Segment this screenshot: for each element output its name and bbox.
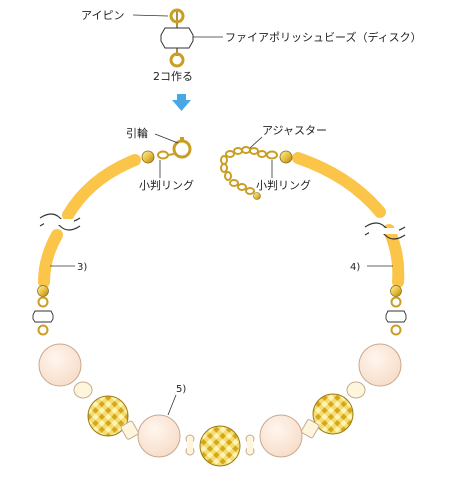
clasp-end: 引輪 小判リング [126, 126, 194, 192]
gold-bead [37, 285, 49, 297]
down-arrow-icon [172, 94, 191, 111]
label-small-ring-left: 小判リング [139, 178, 194, 192]
spacer-bead [73, 381, 93, 399]
cord-left [38, 154, 141, 288]
leader-clasp [154, 133, 179, 144]
label-step4: 4) [350, 262, 360, 273]
spacer-bead [346, 381, 366, 399]
gold-bead [390, 285, 402, 297]
cord-right [292, 152, 405, 288]
small-oval-ring [157, 150, 169, 160]
jump-ring [390, 296, 402, 308]
label-step5: 5) [176, 384, 186, 395]
pearl-bead [38, 343, 82, 387]
label-adjuster: アジャスター [262, 124, 327, 137]
jump-ring [37, 296, 49, 308]
component-assembly: アイピン ファイアポリッシュビーズ（ディスク） 2コ作る [81, 8, 422, 83]
label-small-ring-right: 小判リング [256, 178, 311, 192]
label-fire-polish-bead: ファイアポリッシュビーズ（ディスク） [225, 30, 422, 44]
disc-bead [160, 27, 194, 49]
label-eyepin: アイピン [81, 9, 124, 22]
left-bead-stack [32, 285, 82, 387]
spacer-bead [185, 434, 195, 456]
faceted-gold-bead [87, 395, 129, 437]
label-make-two: 2コ作る [153, 70, 193, 83]
leader-step5 [167, 394, 177, 416]
pearl-bead [358, 343, 402, 387]
small-oval-ring [266, 150, 278, 160]
disc-bead [32, 310, 54, 323]
leader-adjuster [249, 136, 263, 149]
gold-bead [141, 150, 155, 164]
break-mark-icon [364, 222, 406, 240]
jump-ring [37, 324, 49, 336]
eyepin-top-loop [169, 8, 185, 24]
label-clasp: 引輪 [126, 126, 148, 140]
faceted-gold-bead [312, 393, 354, 435]
adjuster-end: アジャスター 小判リング [220, 124, 327, 200]
spacer-bead [120, 420, 139, 440]
leader-eyepin [132, 14, 169, 17]
disc-bead [385, 310, 407, 323]
spacer-bead [301, 419, 320, 439]
clasp-icon [172, 139, 192, 159]
right-bead-stack [358, 285, 407, 387]
spacer-bead [245, 434, 255, 456]
break-mark-icon [39, 213, 81, 231]
pearl-bead [137, 414, 181, 458]
label-step3: 3) [77, 262, 87, 273]
faceted-gold-bead-center [199, 425, 241, 467]
gold-bead [279, 150, 293, 164]
jump-ring [390, 324, 402, 336]
pearl-bead [259, 414, 303, 458]
chain-drop-bead [253, 192, 261, 200]
adjuster-chain [220, 146, 267, 195]
bottom-bead-arc: 5) [73, 381, 366, 467]
eyepin-bottom-loop [169, 52, 185, 68]
